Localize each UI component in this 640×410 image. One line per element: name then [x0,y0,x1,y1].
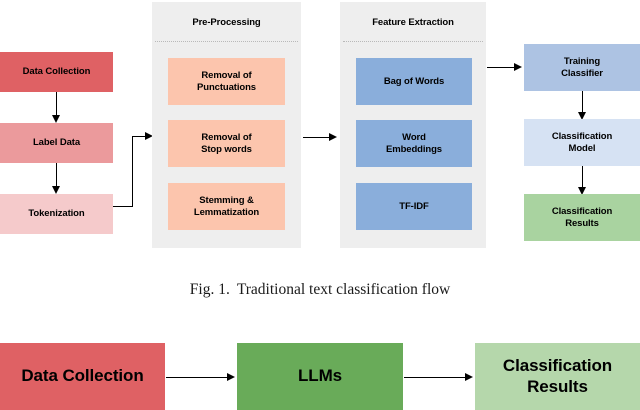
node-bottom-data-collection: Data Collection [0,343,165,410]
arrowhead-right-preprocessing [145,131,153,140]
panel-feature-extraction-title: Feature Extraction [372,17,454,28]
node-removal-of-punctuations: Removal of Punctuations [168,58,285,105]
node-tokenization: Tokenization [0,194,113,234]
arrowhead-right-bottom-results [465,372,473,381]
node-data-collection: Data Collection [0,52,113,92]
connector-data-collection-to-label-data [55,92,57,117]
panel-feature-extraction-divider [343,41,483,42]
node-tf-idf: TF-IDF [356,183,472,230]
node-removal-of-stop-words: Removal of Stop words [168,120,285,167]
connector-tokenization-to-preprocessing [132,136,149,137]
panel-preprocessing-title: Pre-Processing [192,17,261,28]
node-training-classifier: Training Classifier [524,44,640,91]
connector-tokenization-out [113,206,133,207]
connector-tokenization-riser [132,136,133,207]
node-classification-results-top: Classification Results [524,194,640,241]
arrowhead-right-llms [227,372,235,381]
node-label-data: Label Data [0,123,113,163]
connector-bottom-llms-to-results [404,377,467,378]
arrowhead-right-feature-extraction [329,132,337,141]
connector-preprocessing-to-feature-extraction [303,137,330,138]
arrowhead-down-label-data [51,115,60,123]
connector-bottom-data-collection-to-llms [166,377,229,378]
arrowhead-right-training-classifier [514,62,522,71]
node-stemming-and-lemmatization: Stemming & Lemmatization [168,183,285,230]
panel-preprocessing-divider [155,41,298,42]
arrowhead-down-classification-model [577,112,586,120]
connector-label-data-to-tokenization [55,163,57,188]
node-word-embeddings: Word Embeddings [356,120,472,167]
arrowhead-down-classification-results [577,187,586,195]
figure-caption-text: Traditional text classification flow [236,281,451,298]
arrowhead-down-tokenization [51,186,60,194]
node-bag-of-words: Bag of Words [356,58,472,105]
connector-classification-model-to-results [581,166,583,189]
connector-feature-extraction-to-training-classifier [487,67,517,68]
connector-training-classifier-to-classification-model [581,91,583,114]
node-classification-model: Classification Model [524,119,640,166]
figure-caption-number: Fig. 1. [189,281,230,298]
node-bottom-llms: LLMs [237,343,403,410]
figure-caption: Fig. 1. Traditional text classification f… [0,281,640,299]
node-bottom-classification-results: Classification Results [475,343,640,410]
